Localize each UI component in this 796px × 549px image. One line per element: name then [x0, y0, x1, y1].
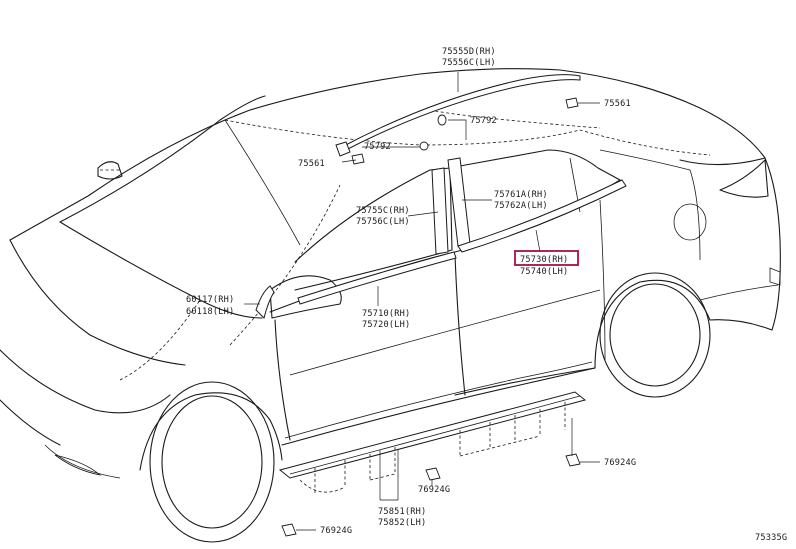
roof-molding-end-cap	[335, 141, 351, 157]
callout-center-pillar-rh: 75761A(RH)	[494, 190, 548, 200]
clip-75561-rear-icon	[565, 97, 579, 109]
callout-roof-molding-rh: 75555D(RH)	[442, 47, 496, 57]
front-door-pillar-garnish	[431, 167, 449, 255]
callout-clip-76924g-mid: 76924G	[418, 485, 450, 495]
callout-clip-75561-front: 75561	[298, 159, 325, 169]
highlight-box-75730	[514, 250, 579, 266]
outside-mirror-cover	[255, 285, 275, 319]
callout-center-pillar-lh: 75762A(LH)	[494, 201, 548, 211]
callout-front-pillar-lh: 75756C(LH)	[356, 217, 410, 227]
front-door-belt-molding	[297, 251, 457, 305]
callout-rear-belt-lh: 75740(LH)	[520, 267, 568, 277]
clip-75792-lower-icon	[419, 141, 429, 151]
callout-front-pillar-rh: 75755C(RH)	[356, 206, 410, 216]
rocker-panel-molding	[278, 391, 587, 495]
callout-front-belt-rh: 75710(RH)	[362, 309, 410, 319]
diagram-code: 75335G	[755, 533, 787, 543]
callout-rear-belt-rh: 75730(RH)	[520, 255, 568, 265]
leader-lines	[244, 72, 600, 531]
clip-75792-upper-icon	[437, 114, 447, 126]
clip-75561-front-icon	[351, 153, 365, 165]
roof-drip-molding	[339, 74, 581, 153]
callout-rocker-lh: 75852(LH)	[378, 518, 426, 528]
callout-mirror-cover-rh: 60117(RH)	[186, 295, 234, 305]
clip-76924g-left-icon	[281, 523, 297, 537]
car-body-outline	[0, 68, 781, 543]
callout-clip-75792-upper: 75792	[470, 116, 497, 126]
clip-76924g-mid-icon	[425, 467, 441, 481]
callout-clip-75792-lower: 75792	[364, 142, 391, 152]
rear-door-belt-molding	[457, 179, 627, 253]
callout-clip-76924g-left: 76924G	[320, 526, 352, 536]
callout-mirror-cover-lh: 60118(LH)	[186, 307, 234, 317]
callout-roof-molding-lh: 75556C(LH)	[442, 58, 496, 68]
callout-front-belt-lh: 75720(LH)	[362, 320, 410, 330]
callout-clip-76924g-right: 76924G	[604, 458, 636, 468]
clip-76924g-right-icon	[565, 453, 581, 467]
callout-clip-75561-rear: 75561	[604, 99, 631, 109]
callout-rocker-rh: 75851(RH)	[378, 507, 426, 517]
